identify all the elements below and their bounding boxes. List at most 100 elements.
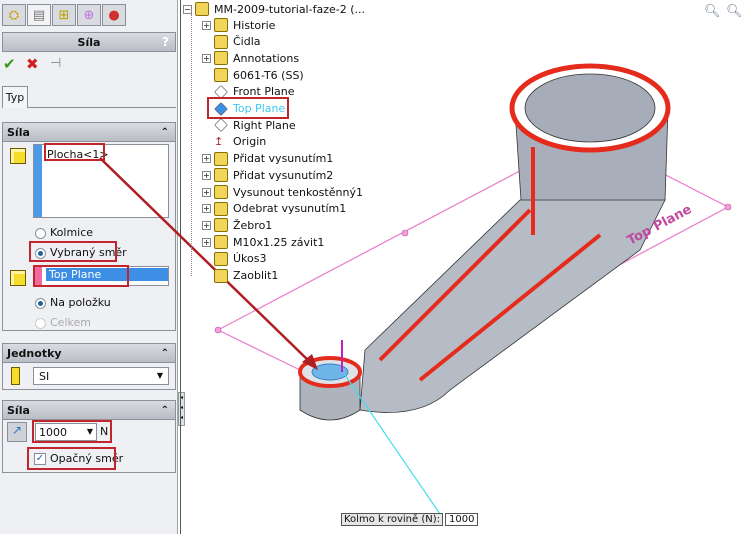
tab-typ[interactable]: Typ <box>2 86 28 108</box>
help-button[interactable]: ? <box>162 35 169 49</box>
highlight-box <box>44 143 105 161</box>
property-manager-panel: ⛭ ▤ ⊞ ⊕ ● Síla ? ✔ ✖ ⊣ Typ Síla⌃ Plocha<… <box>0 0 178 534</box>
highlight-box <box>29 241 117 262</box>
tree-label: Front Plane <box>233 85 295 99</box>
tree-item[interactable]: +Right Plane <box>202 117 296 133</box>
jednotky-section: SI▼ <box>2 362 176 390</box>
radio-label: Vybraný směr <box>50 246 127 259</box>
force-direction-icon[interactable]: ↗ <box>7 422 27 442</box>
checkbox-checked-icon: ✓ <box>34 452 46 465</box>
checkbox-label: Opačný směr <box>50 452 124 465</box>
expand-icon[interactable]: + <box>202 237 211 247</box>
units-dropdown[interactable]: SI▼ <box>33 367 169 385</box>
tree-item[interactable]: +↥Origin <box>202 134 266 150</box>
feature-icon <box>214 34 228 49</box>
tree-label: Top Plane <box>233 102 286 115</box>
section-title: Síla <box>7 403 30 417</box>
zoom-to-area-icon[interactable]: 🔍︎ <box>726 4 743 19</box>
face-selection-list[interactable]: Plocha<1> <box>33 144 169 218</box>
panel-splitter-handle[interactable]: ◂◂◂ <box>178 392 185 426</box>
radio-icon <box>35 317 46 329</box>
tab-display-manager[interactable]: ● <box>102 4 126 26</box>
tree-item[interactable]: +Historie <box>202 17 275 33</box>
expand-icon[interactable]: + <box>202 170 211 180</box>
tree-label: MM-2009-tutorial-faze-2 (... <box>214 2 365 16</box>
tree-label: Úkos3 <box>233 252 267 266</box>
part-model[interactable] <box>298 63 671 421</box>
x-icon[interactable]: ✖ <box>26 55 39 73</box>
collapse-icon[interactable]: ⌃ <box>160 404 169 416</box>
tree-item[interactable]: +6061-T6 (SS) <box>202 67 304 83</box>
force-value-input[interactable]: 1000 ▼ <box>35 423 97 441</box>
tree-label: Čidla <box>233 35 261 49</box>
reverse-direction-checkbox[interactable]: ✓ Opačný směr <box>34 452 123 465</box>
tab-feature-manager[interactable]: ⛭ <box>2 4 26 26</box>
collapse-icon[interactable]: ⌃ <box>160 126 169 138</box>
tree-item[interactable]: +Front Plane <box>202 84 295 100</box>
plane-icon <box>214 118 228 133</box>
force-callout: Kolmo k rovině (N): 1000 <box>341 513 479 526</box>
tree-item[interactable]: +Čidla <box>202 34 261 50</box>
chevron-down-icon[interactable]: ▼ <box>86 427 93 436</box>
list-item[interactable]: Plocha<1> <box>47 148 109 161</box>
tree-label: Vysunout tenkostěnný1 <box>233 185 363 199</box>
tree-root[interactable]: − MM-2009-tutorial-faze-2 (... <box>183 1 365 17</box>
tree-label: Zaoblit1 <box>233 269 279 282</box>
radio-celkem[interactable]: Celkem <box>35 316 91 329</box>
tree-item[interactable]: + Odebrat vysunutím1 <box>202 201 346 217</box>
tree-item[interactable]: + Vysunout tenkostěnný1 <box>202 184 363 200</box>
expand-icon[interactable]: + <box>202 204 211 214</box>
tree-item[interactable]: + Annotations <box>202 50 299 66</box>
feature-icon <box>214 235 228 250</box>
expand-icon[interactable]: + <box>202 20 211 30</box>
tree-label: Origin <box>233 135 267 149</box>
tree-item[interactable]: +Přidat vysunutím1 <box>202 151 333 167</box>
tree-label: Annotations <box>233 51 300 65</box>
input-value: 1000 <box>39 426 67 439</box>
callout-value-input[interactable]: 1000 <box>445 513 479 526</box>
tree-item[interactable]: +Přidat vysunutím2 <box>202 167 333 183</box>
arrowhead-icon <box>302 354 318 370</box>
force-leader-line <box>344 374 441 515</box>
radio-na-polozku[interactable]: Na položku <box>35 296 111 309</box>
expand-icon[interactable]: + <box>202 154 211 164</box>
direction-reference-field[interactable]: Top Plane <box>33 266 169 286</box>
tree-item[interactable]: +Zaoblit1 <box>202 268 278 284</box>
callout-label: Kolmo k rovině (N): <box>341 513 443 526</box>
tab-property-manager[interactable]: ▤ <box>27 4 51 26</box>
face-selection-icon <box>10 148 26 164</box>
highlight-box <box>27 447 116 470</box>
collapse-icon[interactable]: − <box>183 4 192 14</box>
radio-icon <box>35 297 46 309</box>
tree-item[interactable]: + M10x1.25 závit1 <box>202 234 324 250</box>
radio-kolmice[interactable]: Kolmice <box>35 226 93 239</box>
radio-icon <box>35 227 46 239</box>
tree-label: Odebrat vysunutím1 <box>233 202 347 216</box>
check-icon[interactable]: ✔ <box>3 55 16 73</box>
tab-dimxpert-manager[interactable]: ⊕ <box>77 4 101 26</box>
section-title: Jednotky <box>7 346 62 360</box>
expand-icon[interactable]: + <box>202 53 211 63</box>
tab-configuration-manager[interactable]: ⊞ <box>52 4 76 26</box>
origin-icon: ↥ <box>214 134 224 148</box>
panel-divider[interactable] <box>180 0 181 534</box>
collapse-icon[interactable]: ⌃ <box>160 347 169 359</box>
pushpin-icon[interactable]: ⊣ <box>50 56 62 71</box>
direction-selection-icon <box>10 270 26 286</box>
radio-vybrany-smer[interactable]: Vybraný směr <box>35 246 127 259</box>
color-wheel-icon: ● <box>108 7 120 23</box>
tab-typ-label: Typ <box>5 91 25 104</box>
list-item[interactable]: Top Plane <box>46 268 168 281</box>
tree-item[interactable]: +Úkos3 <box>202 251 267 267</box>
tree-item[interactable]: + Žebro1 <box>202 217 272 233</box>
expand-icon[interactable]: + <box>202 187 211 197</box>
feature-icon <box>214 251 228 266</box>
property-icon: ▤ <box>32 7 46 23</box>
highlight-box <box>33 265 129 287</box>
tree-label: Žebro1 <box>233 218 273 232</box>
zoom-to-fit-icon[interactable]: 🔍︎ <box>704 4 721 19</box>
expand-icon[interactable]: + <box>202 220 211 230</box>
tree-item[interactable]: +Top Plane <box>202 101 285 117</box>
tree-label: M10x1.25 závit1 <box>233 235 325 249</box>
